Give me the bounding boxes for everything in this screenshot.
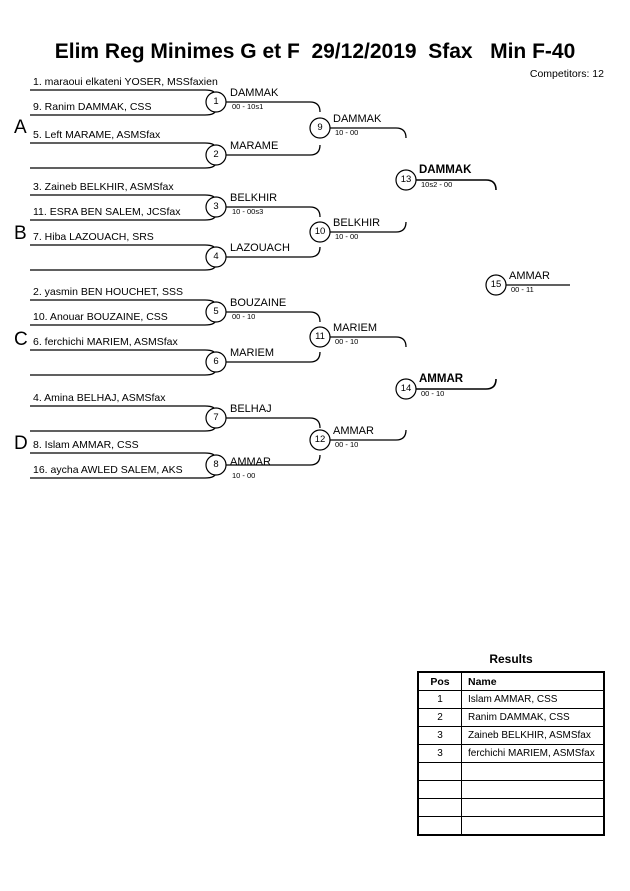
results-title: Results [489, 652, 533, 666]
match-score-1: 00 - 10s1 [232, 102, 264, 111]
match-number-9[interactable]: 9 [317, 122, 323, 133]
match-winner-7: BELHAJ [230, 403, 272, 415]
match-score-9: 10 - 00 [335, 128, 359, 137]
competitors-count: Competitors: 12 [529, 68, 604, 80]
table-row[interactable]: 3 Zaineb BELKHIR, ASMSfax [417, 726, 605, 745]
results-col-name: Name [461, 671, 605, 691]
seed-entry-6[interactable]: 11. ESRA BEN SALEM, JCSfax [33, 206, 181, 218]
result-name: ferchichi MARIEM, ASMSfax [461, 744, 605, 763]
match-number-13[interactable]: 13 [400, 174, 412, 185]
seed-entry-11[interactable]: 6. ferchichi MARIEM, ASMSfax [33, 336, 178, 348]
result-name: Islam AMMAR, CSS [461, 690, 605, 709]
seed-entry-15[interactable]: 8. Islam AMMAR, CSS [33, 439, 139, 451]
result-pos: 3 [417, 726, 462, 745]
match-winner-13: DAMMAK [419, 164, 472, 176]
result-name [461, 798, 605, 817]
match-number-4[interactable]: 4 [213, 251, 219, 262]
match-winner-14: AMMAR [419, 373, 464, 385]
seed-entry-5[interactable]: 3. Zaineb BELKHIR, ASMSfax [33, 181, 174, 193]
page-title: Elim Reg Minimes G et F 29/12/2019 Sfax … [54, 40, 576, 63]
result-pos [417, 816, 462, 836]
table-row[interactable] [417, 816, 605, 836]
result-pos: 3 [417, 744, 462, 763]
match-winner-2: MARAME [230, 140, 279, 152]
result-name [461, 780, 605, 799]
group-letter-c: C [14, 329, 28, 350]
match-winner-8: AMMAR [230, 456, 271, 468]
group-letter-b: B [14, 223, 27, 244]
results-col-pos: Pos [417, 671, 462, 691]
match-winner-4: LAZOUACH [230, 242, 290, 254]
result-pos [417, 762, 462, 781]
match-winner-5: BOUZAINE [230, 297, 287, 309]
match-score-11: 00 - 10 [335, 337, 359, 346]
match-winner-11: MARIEM [333, 322, 377, 334]
match-score-5: 00 - 10 [232, 312, 256, 321]
results-panel: Results Pos Name 1 Islam AMMAR, CSS 2 Ra… [417, 652, 605, 836]
match-number-15[interactable]: 15 [490, 279, 502, 290]
match-winner-15: AMMAR [509, 270, 550, 282]
seed-entry-13[interactable]: 4. Amina BELHAJ, ASMSfax [33, 392, 166, 404]
match-number-6[interactable]: 6 [213, 356, 219, 367]
match-number-10[interactable]: 10 [314, 226, 326, 237]
match-score-12: 00 - 10 [335, 440, 359, 449]
match-winner-10: BELKHIR [333, 217, 381, 229]
match-number-14[interactable]: 14 [400, 383, 412, 394]
match-number-7[interactable]: 7 [213, 412, 219, 423]
table-row[interactable] [417, 762, 605, 781]
match-score-8: 10 - 00 [232, 471, 256, 480]
seed-entry-9[interactable]: 2. yasmin BEN HOUCHET, SSS [33, 286, 183, 298]
result-name: Ranim DAMMAK, CSS [461, 708, 605, 727]
match-number-12[interactable]: 12 [314, 434, 326, 445]
result-name [461, 816, 605, 836]
match-winner-6: MARIEM [230, 347, 274, 359]
seed-entry-1[interactable]: 1. maraoui elkateni YOSER, MSSfaxien [33, 76, 218, 88]
match-number-8[interactable]: 8 [213, 459, 219, 470]
match-score-14: 00 - 10 [421, 389, 445, 398]
seed-entry-7[interactable]: 7. Hiba LAZOUACH, SRS [33, 231, 154, 243]
match-number-11[interactable]: 11 [315, 331, 325, 342]
match-number-1[interactable]: 1 [213, 96, 219, 107]
result-pos [417, 780, 462, 799]
match-winner-9: DAMMAK [333, 113, 382, 125]
result-name [461, 762, 605, 781]
table-row[interactable]: 1 Islam AMMAR, CSS [417, 690, 605, 709]
seed-entry-10[interactable]: 10. Anouar BOUZAINE, CSS [33, 311, 168, 323]
group-letter-a: A [14, 117, 27, 138]
result-name: Zaineb BELKHIR, ASMSfax [461, 726, 605, 745]
match-score-3: 10 - 00s3 [232, 207, 264, 216]
seed-entry-3[interactable]: 5. Left MARAME, ASMSfax [33, 129, 161, 141]
table-row[interactable]: 3 ferchichi MARIEM, ASMSfax [417, 744, 605, 763]
match-score-15: 00 - 11 [511, 285, 534, 294]
table-row[interactable] [417, 798, 605, 817]
group-letter-d: D [14, 433, 28, 454]
match-number-3[interactable]: 3 [213, 201, 219, 212]
match-winner-12: AMMAR [333, 425, 374, 437]
match-score-10: 10 - 00 [335, 232, 359, 241]
seed-entry-16[interactable]: 16. aycha AWLED SALEM, AKS [33, 464, 183, 476]
match-number-2[interactable]: 2 [213, 149, 219, 160]
seed-entry-2[interactable]: 9. Ranim DAMMAK, CSS [33, 101, 152, 113]
results-header-row: Pos Name [417, 671, 605, 691]
match-winner-3: BELKHIR [230, 192, 278, 204]
result-pos: 2 [417, 708, 462, 727]
table-row[interactable]: 2 Ranim DAMMAK, CSS [417, 708, 605, 727]
match-number-5[interactable]: 5 [213, 306, 219, 317]
results-table: Pos Name 1 Islam AMMAR, CSS 2 Ranim DAMM… [417, 671, 605, 836]
match-winner-1: DAMMAK [230, 87, 279, 99]
match-score-13: 10s2 - 00 [421, 180, 453, 189]
result-pos: 1 [417, 690, 462, 709]
result-pos [417, 798, 462, 817]
table-row[interactable] [417, 780, 605, 799]
